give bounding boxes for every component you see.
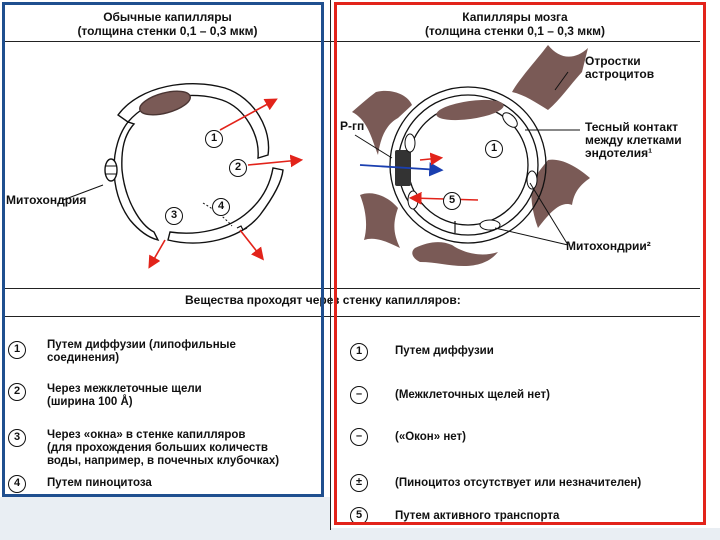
- basement-membrane: [389, 86, 547, 244]
- diagram-marker-2: 2: [229, 159, 247, 177]
- right-header: Капилляры мозга (толщина стенки 0,1 – 0,…: [365, 10, 665, 38]
- brain-capillary-frame: [334, 2, 706, 525]
- left-wall-lower: [167, 167, 284, 244]
- mitochondrion-icon-5: [479, 219, 501, 231]
- mitochondria-left-label: Митохондрия: [6, 193, 87, 207]
- left-list-line: соединения): [47, 352, 120, 364]
- tight-junction-label: Тесный контакт между клетками эндотелия¹: [585, 121, 682, 160]
- section-divider-bottom: [5, 316, 700, 317]
- mitochondrion-icon-3: [502, 112, 518, 128]
- left-list-line: Через межклеточные щели: [47, 383, 202, 395]
- diagram-marker-5: 5: [443, 192, 461, 210]
- astrocyte-process-bottom: [412, 242, 498, 266]
- left-header-subtitle: (толщина стенки 0,1 – 0,3 мкм): [77, 24, 258, 38]
- left-list-line: (ширина 100 Å): [47, 396, 133, 408]
- left-arrow-3: [148, 239, 166, 269]
- left-list-marker: 4: [8, 475, 26, 493]
- pgp-blue-arrow: [359, 162, 444, 177]
- left-arrow-4: [239, 229, 264, 261]
- diagram-marker-1: 1: [205, 130, 223, 148]
- left-list-marker: 3: [8, 429, 26, 447]
- section-divider-top: [5, 288, 700, 289]
- capillary-diagrams: [62, 45, 590, 269]
- right-list-text: (Пиноцитоз отсутствует или незначителен): [395, 477, 642, 489]
- diagram-marker-1-right: 1: [485, 140, 503, 158]
- left-header-title: Обычные капилляры: [103, 10, 232, 24]
- astrocytes-label-line1: Отростки: [585, 54, 641, 68]
- right-nucleus-icon: [436, 99, 504, 121]
- astrocytes-label: Отростки астроцитов: [585, 55, 654, 81]
- left-list-line: воды, например, в почечных клубочках): [47, 455, 280, 467]
- astrocyte-process-right: [531, 159, 590, 228]
- mitochondria-right-pointer-2: [494, 227, 569, 246]
- column-divider: [330, 0, 331, 530]
- left-list-line: Путем пиноцитоза: [47, 477, 152, 489]
- astrocyte-process-left-bottom: [360, 193, 400, 248]
- left-list-line: (для прохождения больших количеств: [47, 442, 268, 454]
- right-list-text: Путем диффузии: [395, 345, 494, 357]
- pgp-pointer: [354, 134, 393, 159]
- left-arrow-1: [219, 98, 278, 131]
- right-list-text: («Окон» нет): [395, 431, 466, 443]
- left-wall-left: [113, 121, 160, 242]
- left-mitochondrion-icon: [104, 158, 118, 182]
- mitochondria-left-pointer: [62, 184, 104, 201]
- left-list-line: Через «окна» в стенке капилляров: [47, 429, 246, 441]
- mitochondrion-icon-1: [404, 133, 416, 153]
- ordinary-capillary-frame: [2, 2, 324, 497]
- pgp-label: P-гп: [340, 119, 365, 133]
- astrocytes-label-line2: астроцитов: [585, 67, 655, 81]
- left-list-text: Через «окна» в стенке капилляров (для пр…: [47, 429, 322, 468]
- left-list-text: Путем диффузии (липофильные соединения): [47, 339, 317, 365]
- right-list-marker: –: [350, 428, 368, 446]
- tight-junction-label-line3: эндотелия¹: [585, 146, 653, 160]
- left-list-line: Путем диффузии (липофильные: [47, 339, 236, 351]
- mitochondria-right-label: Митохондрии²: [566, 239, 651, 253]
- right-list-marker: –: [350, 386, 368, 404]
- mitochondria-right-pointer-1: [529, 182, 569, 246]
- right-list-text: Путем активного транспорта: [395, 510, 560, 522]
- right-arrow-1a: [419, 152, 444, 166]
- left-list-text: Путем пиноцитоза: [47, 477, 317, 490]
- right-header-title: Капилляры мозга: [462, 10, 568, 24]
- left-capillary: [104, 83, 284, 244]
- right-list-text: (Межклеточных щелей нет): [395, 389, 550, 401]
- left-list-marker: 1: [8, 341, 26, 359]
- right-list-marker: 1: [350, 343, 368, 361]
- right-list-marker: ±: [350, 474, 368, 492]
- top-divider: [5, 41, 700, 42]
- astrocyte-pointer: [554, 71, 569, 91]
- left-list-marker: 2: [8, 383, 26, 401]
- astrocyte-process-top-right: [512, 45, 588, 110]
- diagram-marker-4: 4: [212, 198, 230, 216]
- left-arrow-2: [247, 154, 304, 168]
- right-header-subtitle: (толщина стенки 0,1 – 0,3 мкм): [424, 24, 606, 38]
- diagram-marker-3: 3: [165, 207, 183, 225]
- astrocyte-process-left: [352, 90, 412, 155]
- right-capillary: [352, 45, 590, 266]
- left-nucleus-icon: [139, 90, 191, 116]
- bottom-strip: [0, 497, 330, 540]
- tight-junction-label-line1: Тесный контакт: [585, 120, 678, 134]
- tight-junction-label-line2: между клетками: [585, 133, 682, 147]
- mitochondrion-icon-4: [526, 170, 538, 190]
- left-header: Обычные капилляры (толщина стенки 0,1 – …: [20, 10, 315, 38]
- left-list-text: Через межклеточные щели (ширина 100 Å): [47, 383, 317, 409]
